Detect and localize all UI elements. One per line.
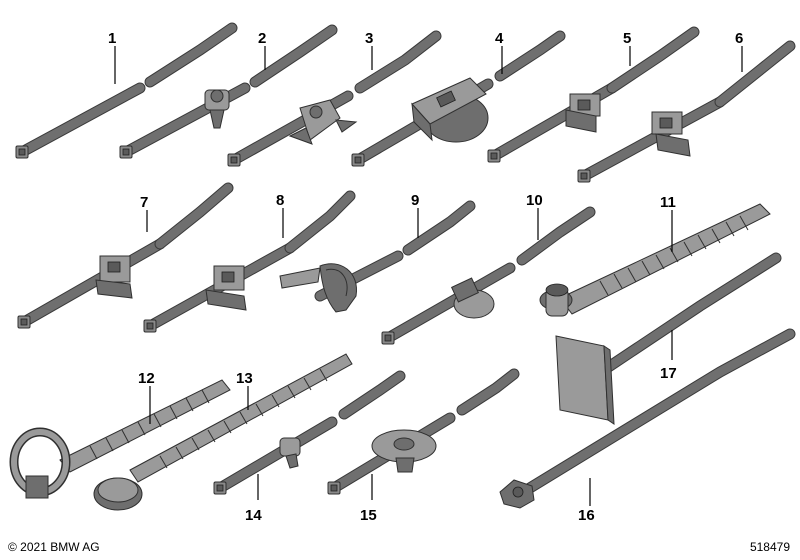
part-16-cable-tie-with-push-anchor: [499, 328, 796, 509]
part-14-cable-tie-with-clip: [213, 370, 406, 495]
part-label-12: 12: [138, 370, 155, 387]
part-label-1: 1: [108, 30, 116, 47]
copyright-notice: © 2021 BMW AG: [8, 540, 100, 554]
part-9-cable-tie-with-pipe-clip: [279, 200, 476, 313]
diagram-reference-number: 518479: [749, 540, 790, 554]
part-labels: 1 2 3 4 5 6 7 8 9 10 11 12 13 14 15 16 1…: [108, 30, 743, 524]
part-label-9: 9: [411, 192, 419, 209]
part-7-cable-tie-with-clip: [17, 182, 234, 329]
part-10-cable-tie-with-round-base: [381, 206, 596, 345]
part-12-clamp-strap: [9, 379, 231, 499]
part-3-cable-tie-with-anchor: [227, 30, 442, 167]
part-11-ladder-strap-tie: [539, 203, 771, 317]
part-label-6: 6: [735, 30, 743, 47]
part-4-cable-tie-with-base: [351, 30, 566, 167]
part-label-4: 4: [495, 30, 504, 47]
part-label-14: 14: [245, 507, 262, 524]
part-17-cable-tie-with-plate: [555, 252, 782, 425]
part-label-8: 8: [276, 192, 284, 209]
part-label-2: 2: [258, 30, 266, 47]
part-label-17: 17: [660, 365, 677, 382]
part-8-cable-tie-with-clip: [143, 190, 356, 333]
part-label-15: 15: [360, 507, 377, 524]
part-13-strap-with-disc: [93, 353, 353, 511]
part-label-3: 3: [365, 30, 373, 47]
part-label-5: 5: [623, 30, 631, 47]
part-15-cable-tie-with-disc: [327, 368, 520, 495]
leader-lines: [114, 46, 743, 506]
part-label-7: 7: [140, 194, 148, 211]
part-1-cable-tie: [15, 22, 238, 159]
part-5-cable-tie-with-edge-clip: [487, 26, 700, 163]
part-2-cable-tie-with-clip: [119, 24, 338, 159]
part-label-11: 11: [660, 194, 676, 211]
part-6-cable-tie-with-double-clip: [577, 40, 796, 183]
part-label-13: 13: [236, 370, 253, 387]
part-label-16: 16: [578, 507, 595, 524]
part-label-10: 10: [526, 192, 543, 209]
